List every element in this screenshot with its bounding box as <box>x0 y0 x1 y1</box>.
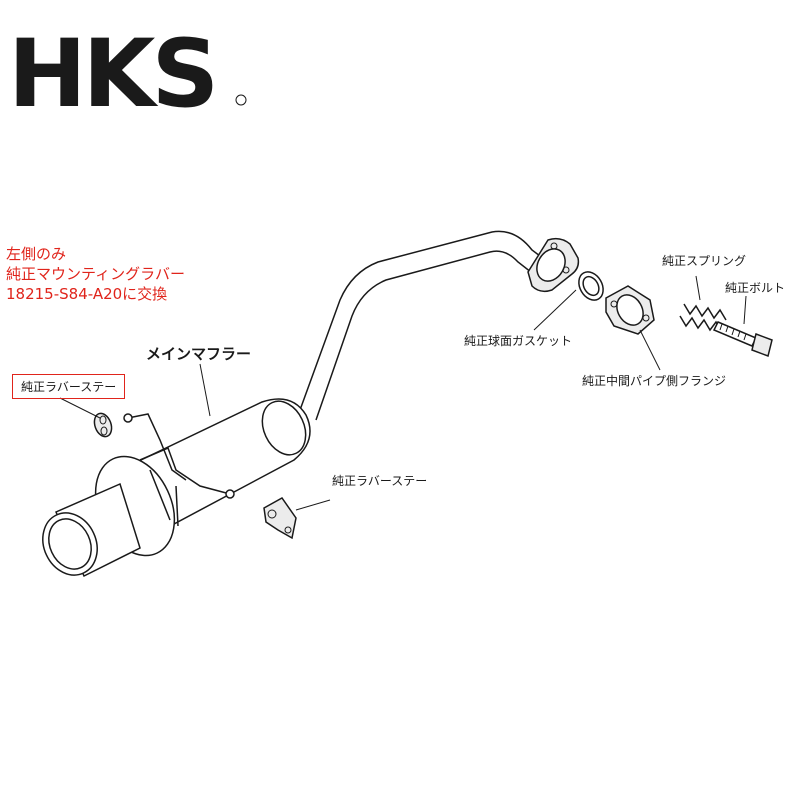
label-main-muffler: メインマフラー <box>146 345 252 363</box>
hanger-brackets <box>123 413 235 527</box>
label-flange: 純正中間パイプ側フランジ <box>582 374 727 388</box>
label-ball-gasket: 純正球面ガスケット <box>464 334 573 348</box>
note-line-3: 18215-S84-A20に交換 <box>6 285 168 303</box>
spring <box>679 303 727 333</box>
registered-mark-icon <box>235 94 247 106</box>
mid-pipe-flange <box>605 285 655 335</box>
note-line-1: 左側のみ <box>6 245 67 263</box>
label-bolt: 純正ボルト <box>725 281 786 295</box>
replacement-note: 左側のみ 純正マウンティングラバー 18215-S84-A20に交換 <box>6 244 185 304</box>
tail-pipe <box>42 482 141 578</box>
label-rubber-stay-right: 純正ラバーステー <box>332 474 428 488</box>
note-line-2: 純正マウンティングラバー <box>6 265 185 283</box>
label-rubber-stay-left: 純正ラバーステー <box>12 374 126 399</box>
hks-logo: HKS <box>8 20 247 115</box>
rubber-stay-left <box>93 412 113 438</box>
pipe-flange <box>527 237 580 293</box>
leader-lines <box>59 275 747 511</box>
rubber-stay-right <box>263 497 297 540</box>
logo-text: HKS <box>8 20 215 115</box>
bolt <box>712 321 773 357</box>
pipe <box>299 230 549 421</box>
ball-gasket <box>578 271 604 301</box>
label-spring: 純正スプリング <box>662 254 747 268</box>
